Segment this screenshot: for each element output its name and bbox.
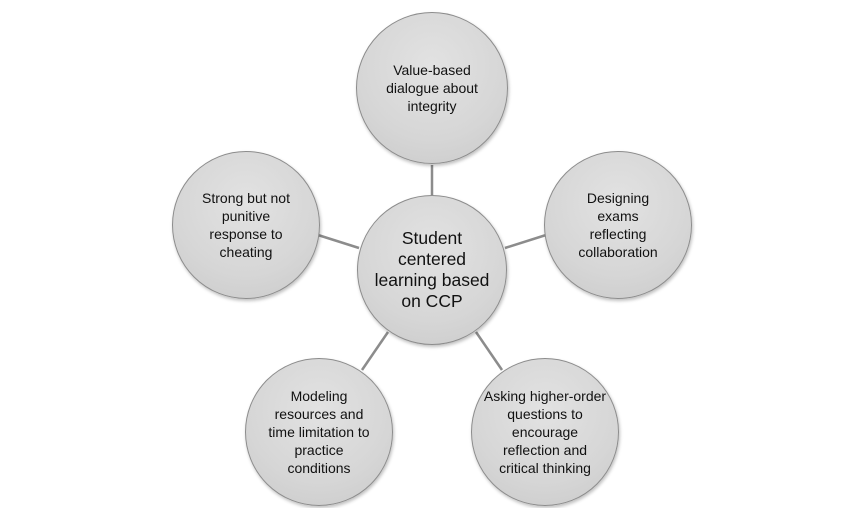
connector-right <box>504 233 547 250</box>
node-left: Strong but not punitive response to chea… <box>172 151 320 299</box>
node-right-label: Designing exams reflecting collaboration <box>578 190 658 260</box>
connector-bottom-left <box>360 331 390 371</box>
connector-bottom-right <box>474 331 504 371</box>
connector-left <box>317 233 360 250</box>
node-center-label: Student centered learning based on CCP <box>374 228 490 311</box>
node-left-label: Strong but not punitive response to chea… <box>202 190 290 260</box>
node-bottom-right: Asking higher-order questions to encoura… <box>471 358 619 506</box>
node-right: Designing exams reflecting collaboration <box>544 151 692 299</box>
node-center: Student centered learning based on CCP <box>357 195 507 345</box>
node-bottom-right-label: Asking higher-order questions to encoura… <box>483 388 607 476</box>
node-top: Value-based dialogue about integrity <box>356 12 508 164</box>
node-top-label: Value-based dialogue about integrity <box>386 62 478 114</box>
node-bottom-left: Modeling resources and time limitation t… <box>245 358 393 506</box>
node-bottom-left-label: Modeling resources and time limitation t… <box>268 388 370 476</box>
